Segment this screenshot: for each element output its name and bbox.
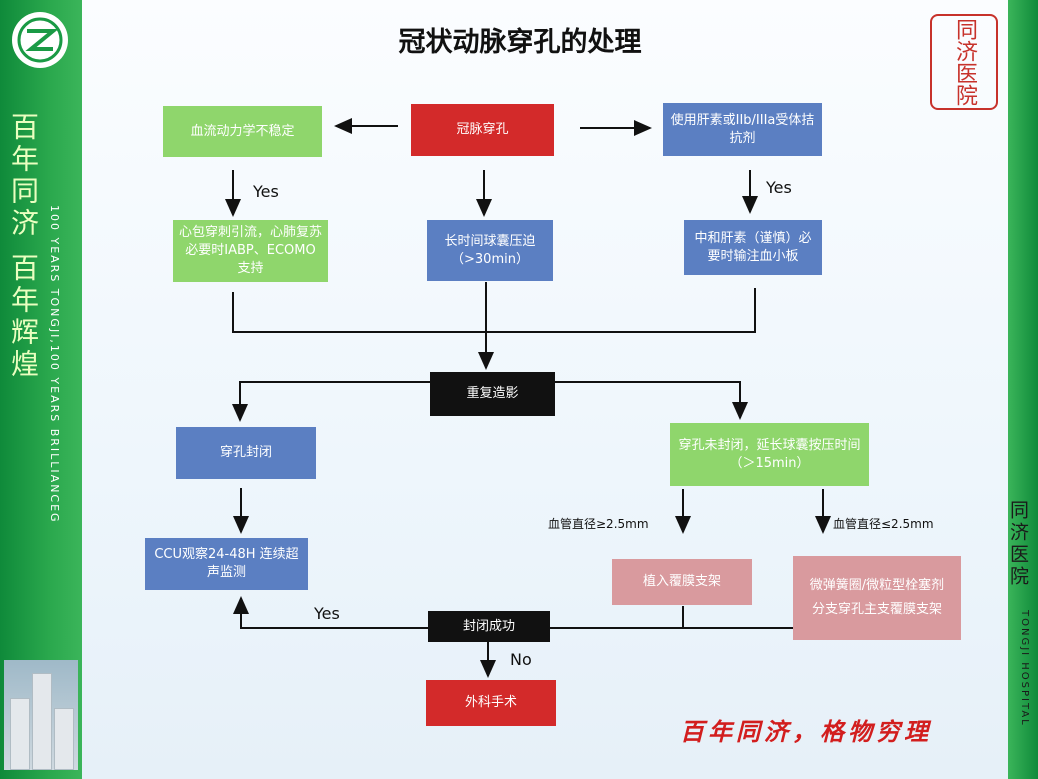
node-perforation-not-closed: 穿孔未封闭，延长球囊按压时间（＞15min） bbox=[670, 423, 869, 486]
label-vessel-le: 血管直径≤2.5mm bbox=[833, 517, 934, 531]
label-yes-left: Yes bbox=[253, 182, 279, 201]
right-hospital-name: 同济医院 bbox=[1007, 500, 1029, 588]
node-heparin-use: 使用肝素或IIb/IIIa受体拮抗剂 bbox=[663, 103, 822, 156]
label-yes-success: Yes bbox=[314, 604, 340, 623]
footer-motto: 百年同济，格物穷理 bbox=[680, 718, 932, 746]
page-title: 冠状动脉穿孔的处理 bbox=[398, 27, 642, 58]
node-covered-stent: 植入覆膜支架 bbox=[612, 559, 752, 605]
node-neutralize-heparin: 中和肝素（谨慎）必要时输注血小板 bbox=[684, 220, 822, 275]
node-closure-success: 封闭成功 bbox=[428, 611, 550, 642]
node-perforation-closed: 穿孔封闭 bbox=[176, 427, 316, 479]
branch-text: 分支穿孔主支覆膜支架 bbox=[811, 602, 942, 617]
label-yes-right: Yes bbox=[766, 178, 792, 197]
right-hospital-name-en: TONGJI HOSPITAL bbox=[1019, 610, 1030, 727]
hospital-seal: 同济医院 bbox=[930, 14, 998, 110]
left-brand-band: 百年同济 百年辉煌 100 YEARS TONGJI,100 YEARS BRI… bbox=[0, 0, 82, 779]
node-repeat-angiography: 重复造影 bbox=[430, 372, 555, 416]
hospital-building-image bbox=[4, 660, 78, 770]
node-ccu-observation: CCU观察24-48H 连续超声监测 bbox=[145, 538, 308, 590]
node-surgery: 外科手术 bbox=[426, 680, 556, 726]
band-slogan-cn: 百年同济 百年辉煌 bbox=[7, 112, 40, 381]
node-hemodynamic-unstable: 血流动力学不稳定 bbox=[163, 106, 322, 157]
node-coil-embolization: 微弹簧圈/微粒型栓塞剂 分支穿孔主支覆膜支架 bbox=[793, 556, 961, 640]
hospital-logo-icon bbox=[12, 12, 68, 68]
label-no: No bbox=[510, 650, 532, 669]
node-balloon-compression: 长时间球囊压迫（>30min） bbox=[427, 220, 553, 281]
band-slogan-en: 100 YEARS TONGJI,100 YEARS BRILLIANCEG bbox=[48, 205, 61, 524]
label-vessel-ge: 血管直径≥2.5mm bbox=[548, 517, 649, 531]
node-pericardiocentesis: 心包穿刺引流，心肺复苏必要时IABP、ECOMO支持 bbox=[173, 220, 328, 282]
right-brand-band bbox=[1008, 0, 1038, 779]
node-perforation: 冠脉穿孔 bbox=[411, 104, 554, 156]
coil-text: 微弹簧圈/微粒型栓塞剂 bbox=[809, 578, 945, 593]
